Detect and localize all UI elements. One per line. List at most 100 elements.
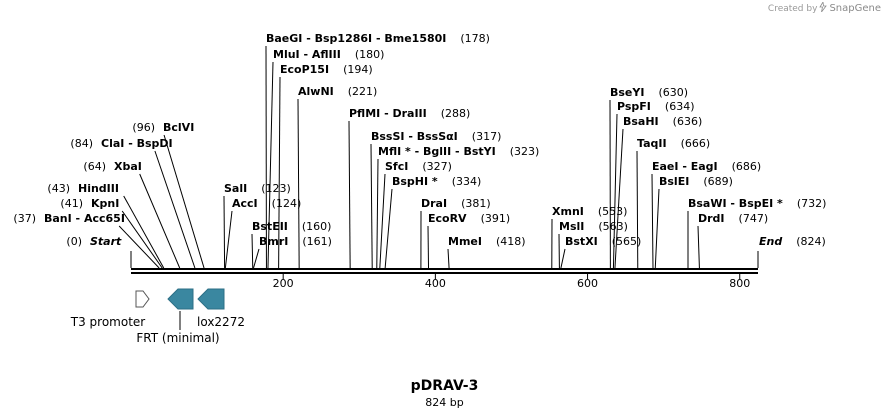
frt-feature-arrow — [167, 288, 194, 310]
site-name-ecorv: EcoRV — [428, 212, 467, 225]
site-line-drdi — [697, 225, 700, 269]
site-name-mfli: MflI * - BglII - BstYI — [378, 145, 496, 158]
site-line-ecop15i — [278, 76, 281, 269]
plasmid-size: 824 bp — [425, 396, 464, 409]
site-position-bsphi: (334) — [452, 175, 482, 188]
site-position-pflmi: (288) — [441, 107, 471, 120]
site-position-acci: (124) — [272, 197, 302, 210]
site-line-bani — [118, 225, 160, 269]
site-name-bmri: BmrI — [259, 235, 288, 248]
site-line-kpni — [121, 210, 163, 269]
site-position-xmni: (553) — [598, 205, 628, 218]
site-name-xbai: XbaI — [114, 160, 142, 173]
site-position-bsahi: (636) — [673, 115, 703, 128]
site-name-bsteii: BstEII — [252, 220, 288, 233]
site-position-bclvi: (96) — [132, 121, 155, 134]
site-line-bsssi — [370, 143, 373, 269]
feature-label-lox2272: lox2272 — [197, 315, 245, 329]
site-line-acci — [224, 210, 233, 269]
site-name-eaei: EaeI - EagI — [652, 160, 718, 173]
site-name-mmei: MmeI — [448, 235, 482, 248]
site-name-drai: DraI — [421, 197, 447, 210]
site-name-pspfi: PspFI — [617, 100, 651, 113]
site-name-bclvi: BclVI — [163, 121, 194, 134]
site-line-bsphi — [384, 188, 393, 269]
site-name-bseyi: BseYI — [610, 86, 644, 99]
site-name-mlui: MluI - AflIII — [273, 48, 341, 61]
site-name-pflmi: PflMI - DraIII — [349, 107, 427, 120]
site-line-mmei — [447, 248, 450, 269]
site-line-taqii — [636, 150, 639, 269]
site-name-sali: SalI — [224, 182, 247, 195]
site-name-ecop15i: EcoP15I — [280, 63, 329, 76]
site-line-ecorv — [427, 225, 430, 269]
site-position-bseyi: (630) — [658, 86, 688, 99]
site-name-sfci: SfcI — [385, 160, 408, 173]
site-name-start: Start — [90, 235, 122, 248]
site-position-xbai: (64) — [83, 160, 106, 173]
feature-label-frt: FRT (minimal) — [136, 331, 219, 345]
site-position-bani: (37) — [13, 212, 36, 225]
site-position-sfci: (327) — [422, 160, 452, 173]
site-position-mfli: (323) — [510, 145, 540, 158]
site-line-bsahi — [614, 128, 624, 269]
plasmid-name: pDRAV-3 — [410, 378, 479, 394]
lox2272-feature-arrow — [197, 288, 225, 310]
site-line-sali — [223, 195, 226, 269]
site-name-bani: BanI - Acc65I — [44, 212, 125, 225]
site-position-mmei: (418) — [496, 235, 526, 248]
site-position-bsssi: (317) — [472, 130, 502, 143]
ruler-tick-label-400: 400 — [425, 277, 446, 290]
site-line-sfci — [379, 173, 386, 269]
site-name-end: End — [759, 235, 782, 248]
ruler-tick-label-600: 600 — [577, 277, 598, 290]
site-name-taqii: TaqII — [637, 137, 667, 150]
site-position-start: (0) — [66, 235, 82, 248]
site-name-drdi: DrdI — [698, 212, 725, 225]
site-name-bstxi: BstXI — [565, 235, 598, 248]
site-name-bslei: BslEI — [659, 175, 689, 188]
site-position-kpni: (41) — [60, 197, 83, 210]
site-name-bsphi: BspHI * — [392, 175, 438, 188]
site-position-bsawi: (732) — [797, 197, 827, 210]
site-line-bsteii — [251, 233, 254, 269]
site-line-bstxi — [560, 248, 566, 269]
snapgene-credit: Created by SnapGene — [767, 0, 881, 15]
site-position-bsteii: (160) — [302, 220, 332, 233]
ruler-tick-label-800: 800 — [729, 277, 750, 290]
site-position-sali: (123) — [261, 182, 291, 195]
site-name-xmni: XmnI — [552, 205, 584, 218]
site-line-bslei — [654, 188, 660, 269]
site-name-acci: AccI — [232, 197, 258, 210]
site-name-kpni: KpnI — [91, 197, 119, 210]
site-position-baegi: (178) — [460, 32, 490, 45]
credit-prefix: Created by — [767, 3, 818, 14]
site-line-eaei — [651, 173, 654, 269]
site-name-bsawi: BsaWI - BspEI * — [688, 197, 783, 210]
site-name-clai: ClaI - BspDI — [101, 137, 173, 150]
site-position-bstxi: (565) — [612, 235, 642, 248]
site-position-end: (824) — [796, 235, 826, 248]
site-position-ecorv: (391) — [481, 212, 511, 225]
site-name-msli: MslI — [559, 220, 584, 233]
site-position-taqii: (666) — [681, 137, 711, 150]
site-position-bmri: (161) — [302, 235, 332, 248]
site-position-msli: (563) — [598, 220, 628, 233]
site-line-alwni — [297, 98, 300, 269]
site-position-drdi: (747) — [739, 212, 769, 225]
site-name-baegi: BaeGI - Bsp1286I - Bme1580I — [266, 32, 446, 45]
site-position-clai: (84) — [70, 137, 93, 150]
credit-brand: SnapGene — [829, 3, 881, 14]
feature-label-t3-promoter: T3 promoter — [70, 315, 146, 329]
site-position-pspfi: (634) — [665, 100, 695, 113]
site-position-mlui: (180) — [355, 48, 385, 61]
site-line-pflmi — [348, 120, 351, 269]
ruler-tick-label-200: 200 — [273, 277, 294, 290]
snapgene-logo-icon — [819, 0, 828, 15]
site-position-bslei: (689) — [703, 175, 733, 188]
site-position-alwni: (221) — [348, 85, 378, 98]
t3-promoter-arrow — [135, 290, 150, 308]
site-line-bclvi — [163, 134, 205, 269]
site-line-bmri — [253, 248, 260, 269]
site-position-drai: (381) — [461, 197, 491, 210]
